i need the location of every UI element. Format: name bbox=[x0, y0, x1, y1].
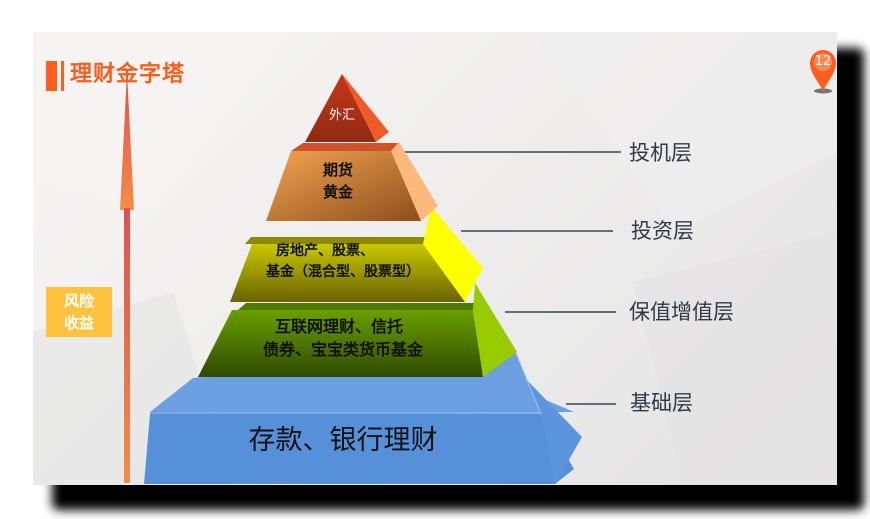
connector-lines bbox=[389, 151, 621, 405]
tier-investment bbox=[230, 206, 483, 302]
tier-savings-line-1: 互联网理财、信托 bbox=[274, 317, 403, 336]
layer-label-speculation: 投机层 bbox=[629, 141, 692, 165]
tier-speculation-futures bbox=[266, 142, 438, 221]
location-pin-icon bbox=[810, 50, 836, 94]
tier-base-label: 存款、银行理财 bbox=[248, 425, 438, 456]
tier-futures-line-1: 期货 bbox=[322, 161, 353, 179]
page-number: 12 bbox=[814, 54, 832, 69]
tier-investment-line-1: 房地产、股票、 bbox=[276, 243, 374, 259]
slide: 理财金字塔 12 bbox=[33, 32, 837, 485]
tier-investment-line-2: 基金（混合型、股票型） bbox=[266, 264, 420, 280]
tier-savings-line-2: 债券、宝宝类货币基金 bbox=[262, 340, 423, 359]
risk-return-arrow-icon bbox=[120, 72, 134, 483]
tier-savings bbox=[198, 283, 517, 377]
return-label: 收益 bbox=[63, 314, 94, 332]
tier-investment-label: 房地产、股票、 基金（混合型、股票型） bbox=[228, 241, 458, 283]
layer-label-investment: 投资层 bbox=[631, 219, 694, 243]
title-accent-stripe bbox=[61, 61, 64, 91]
tier-futures-line-2: 黄金 bbox=[322, 183, 353, 201]
tier-forex bbox=[305, 74, 389, 142]
tier-savings-label: 互联网理财、信托 债券、宝宝类货币基金 bbox=[213, 315, 473, 361]
background-polygons bbox=[33, 32, 837, 485]
risk-label: 风险 bbox=[63, 292, 94, 310]
risk-return-label-box: 风险 收益 bbox=[46, 287, 112, 337]
title-accent-bar bbox=[46, 61, 57, 91]
layer-label-value-preservation: 保值增值层 bbox=[629, 300, 734, 324]
pyramid-diagram bbox=[120, 72, 621, 484]
tier-futures-label: 期货 黄金 bbox=[298, 159, 378, 203]
tier-forex-label: 外汇 bbox=[328, 108, 355, 123]
layer-label-foundation: 基础层 bbox=[630, 391, 693, 415]
